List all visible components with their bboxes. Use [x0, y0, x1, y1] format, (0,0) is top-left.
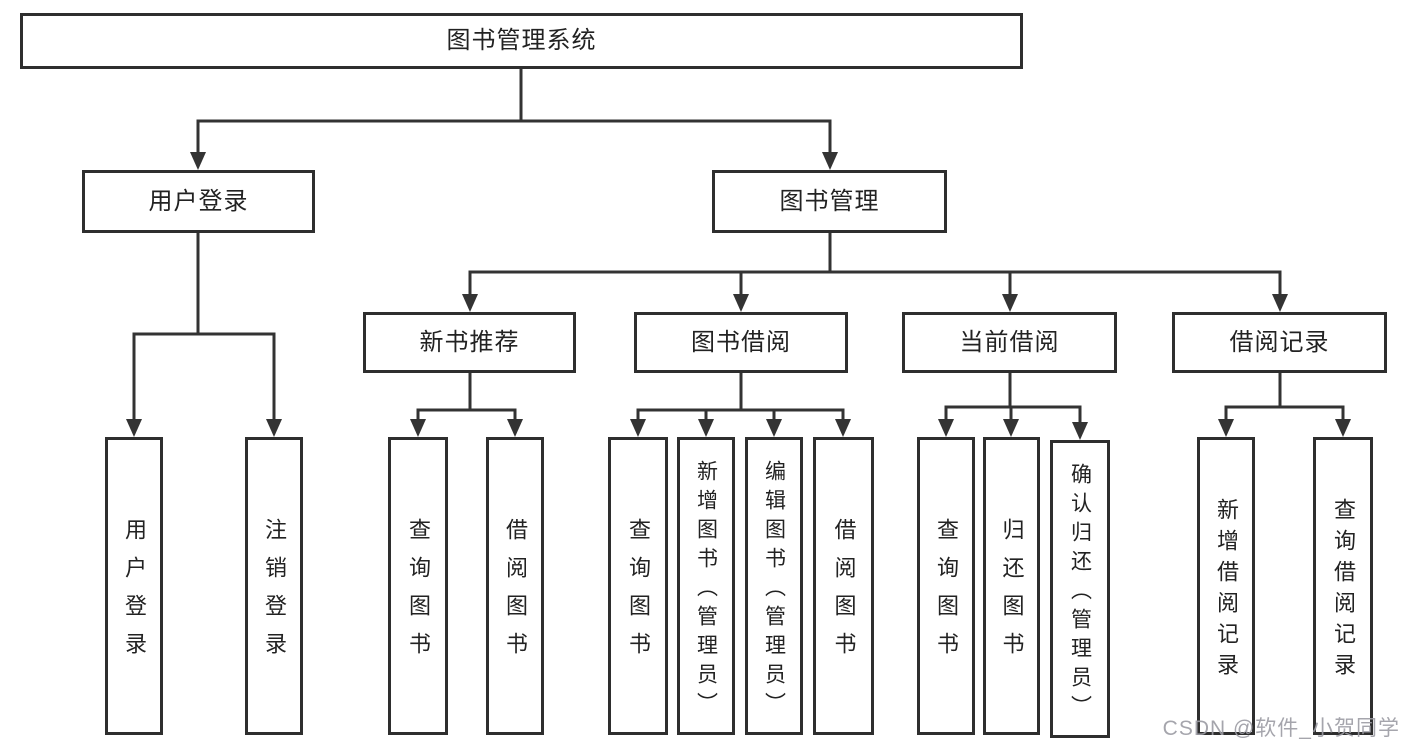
node-label: 借阅记录 — [1229, 328, 1330, 356]
leaf-add-borrow-record: 新增借阅记录 — [1197, 437, 1255, 735]
leaf-query-books-recommend: 查询图书 — [388, 437, 448, 735]
leaf-label: 借阅图书 — [503, 518, 528, 670]
leaf-edit-books-admin: 编辑图书（管理员） — [745, 437, 803, 735]
leaf-confirm-return-admin: 确认归还（管理员） — [1050, 440, 1110, 738]
node-book-management: 图书管理 — [712, 170, 947, 233]
node-current-borrow: 当前借阅 — [902, 312, 1117, 373]
leaf-logout: 注销登录 — [245, 437, 303, 735]
leaf-borrow-books: 借阅图书 — [813, 437, 874, 735]
leaf-return-books: 归还图书 — [983, 437, 1040, 735]
csdn-watermark: CSDN @软件_小贺同学 — [1162, 717, 1400, 740]
leaf-query-books-borrow: 查询图书 — [608, 437, 668, 735]
leaf-label: 归还图书 — [999, 518, 1025, 670]
node-book-borrow: 图书借阅 — [634, 312, 848, 373]
node-label: 用户登录 — [148, 187, 249, 215]
node-label: 新书推荐 — [419, 328, 520, 356]
leaf-query-books-current: 查询图书 — [917, 437, 975, 735]
node-label: 图书管理 — [779, 187, 880, 215]
leaf-label: 新增借阅记录 — [1214, 497, 1239, 684]
leaf-query-borrow-record: 查询借阅记录 — [1313, 437, 1373, 735]
node-new-book-recommend: 新书推荐 — [363, 312, 576, 373]
node-root-system: 图书管理系统 — [20, 13, 1023, 69]
leaf-label: 查询图书 — [626, 518, 651, 670]
leaf-label: 确认归还（管理员） — [1068, 462, 1092, 724]
leaf-borrow-books-recommend: 借阅图书 — [486, 437, 544, 735]
leaf-label: 查询借阅记录 — [1331, 497, 1356, 684]
node-label: 图书借阅 — [691, 328, 791, 356]
node-user-login: 用户登录 — [82, 170, 315, 233]
node-label: 图书管理系统 — [446, 27, 597, 54]
node-borrow-records: 借阅记录 — [1172, 312, 1387, 373]
leaf-label: 查询图书 — [406, 518, 431, 670]
leaf-add-books-admin: 新增图书（管理员） — [677, 437, 735, 735]
leaf-label: 查询图书 — [934, 518, 959, 670]
leaf-user-login: 用户登录 — [105, 437, 163, 735]
leaf-label: 注销登录 — [262, 518, 287, 670]
leaf-label: 用户登录 — [122, 518, 147, 670]
leaf-label: 编辑图书（管理员） — [762, 459, 786, 721]
leaf-label: 借阅图书 — [831, 518, 857, 670]
node-label: 当前借阅 — [959, 328, 1060, 356]
leaf-label: 新增图书（管理员） — [694, 459, 718, 721]
